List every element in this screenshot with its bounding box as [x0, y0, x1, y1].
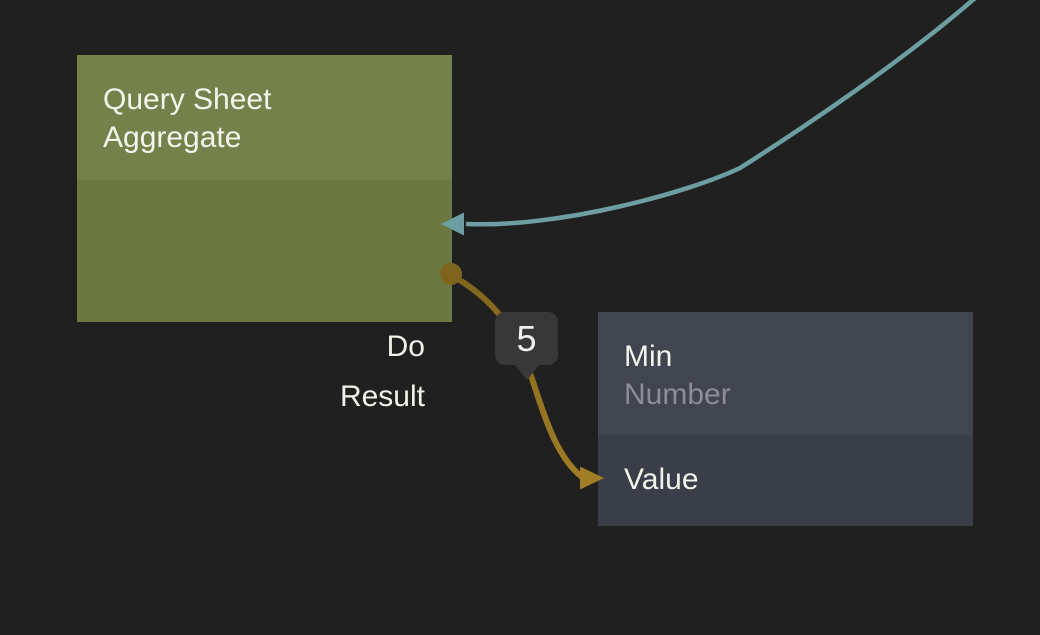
node-body: Do Result — [77, 180, 452, 413]
port-value[interactable]: Value — [624, 463, 699, 496]
node-query-sheet-aggregate[interactable]: Query Sheet Aggregate Do Result — [77, 55, 452, 413]
port-do[interactable]: Do — [386, 330, 425, 363]
node-subtitle: Number — [624, 378, 731, 411]
node-title-text: Min — [624, 340, 673, 373]
node-header: Min Number — [598, 312, 973, 435]
port-result[interactable]: Result — [339, 380, 425, 413]
wire-value-badge: 5 — [495, 312, 558, 380]
wire-value-badge-pointer — [514, 365, 539, 380]
wire-value-badge-label: 5 — [516, 317, 537, 359]
exec-connection[interactable] — [441, 0, 982, 236]
node-header: Query Sheet Aggregate — [77, 55, 452, 180]
exec-wire-path[interactable] — [465, 0, 982, 227]
node-title: Min Number — [598, 312, 973, 414]
node-title: Query Sheet Aggregate — [103, 83, 272, 154]
node-body: Value — [598, 435, 973, 526]
node-min[interactable]: Min Number Value — [598, 312, 973, 526]
